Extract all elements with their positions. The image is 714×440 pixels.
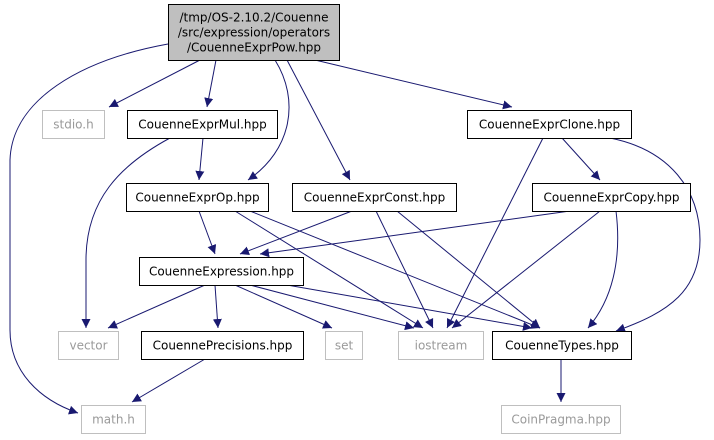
node-label-exprconst: CouenneExprConst.hpp — [304, 191, 445, 205]
node-box-exprclone — [467, 110, 632, 139]
node-box-set — [325, 331, 363, 360]
node-math: math.h — [81, 405, 146, 434]
edge-root-to-stdio — [108, 59, 201, 108]
node-label-root-line-1: /src/expression/operators — [178, 26, 330, 40]
node-label-vector: vector — [69, 339, 107, 353]
node-box-stdio — [42, 110, 105, 139]
edge-exprcopy-to-expression — [259, 210, 571, 258]
edge-exprconst-to-types — [396, 210, 541, 329]
node-exprcopy[interactable]: CouenneExprCopy.hpp — [532, 183, 691, 212]
node-box-iostream — [398, 331, 484, 360]
edge-exprop-to-expression — [198, 210, 217, 255]
edge-exprclone-to-exprcopy — [561, 137, 601, 181]
node-label-root-line-0: /tmp/OS-2.10.2/Couenne — [179, 11, 328, 25]
edge-root-to-exprclone — [314, 59, 513, 110]
nodes-layer: /tmp/OS-2.10.2/Couenne/src/expression/op… — [42, 4, 691, 434]
edge-root-to-exprop — [247, 59, 290, 181]
node-box-precisions — [141, 331, 304, 360]
edge-expression-to-vector — [107, 284, 206, 329]
edge-root-to-exprmul — [204, 59, 217, 108]
node-set: set — [325, 331, 363, 360]
node-exprclone[interactable]: CouenneExprClone.hpp — [467, 110, 632, 139]
node-label-coinpragma: CoinPragma.hpp — [511, 413, 610, 427]
node-box-exprmul — [127, 110, 278, 139]
edge-exprcopy-to-types — [587, 210, 619, 329]
node-box-root — [168, 4, 340, 61]
edge-exprconst-to-expression — [239, 210, 353, 255]
edge-root-to-math — [9, 43, 169, 415]
edge-exprconst-to-iostream — [375, 210, 434, 329]
edge-exprcopy-to-iostream — [451, 210, 601, 329]
node-iostream: iostream — [398, 331, 484, 360]
edge-precisions-to-math — [131, 358, 206, 403]
node-box-exprcopy — [532, 183, 691, 212]
node-box-math — [81, 405, 146, 434]
edge-expression-to-types — [286, 284, 533, 331]
node-label-types: CouenneTypes.hpp — [505, 339, 619, 353]
node-label-precisions: CouennePrecisions.hpp — [153, 339, 293, 353]
node-exprmul[interactable]: CouenneExprMul.hpp — [127, 110, 278, 139]
node-box-coinpragma — [501, 405, 621, 434]
node-box-expression — [139, 257, 304, 286]
node-box-vector — [58, 331, 119, 360]
node-label-stdio: stdio.h — [53, 118, 93, 132]
node-label-exprop: CouenneExprOp.hpp — [135, 191, 259, 205]
node-expression[interactable]: CouenneExpression.hpp — [139, 257, 304, 286]
node-vector: vector — [58, 331, 119, 360]
node-label-set: set — [335, 339, 354, 353]
edge-exprclone-to-iostream — [446, 137, 544, 329]
node-label-iostream: iostream — [415, 339, 468, 353]
edges-layer — [9, 43, 701, 415]
node-label-exprclone: CouenneExprClone.hpp — [479, 118, 620, 132]
node-exprop[interactable]: CouenneExprOp.hpp — [126, 183, 269, 212]
node-box-types — [492, 331, 632, 360]
node-label-exprcopy: CouenneExprCopy.hpp — [544, 191, 680, 205]
edge-exprmul-to-exprop — [195, 137, 205, 181]
node-box-exprop — [126, 183, 269, 212]
node-types[interactable]: CouenneTypes.hpp — [492, 331, 632, 360]
edge-exprclone-to-types — [609, 137, 701, 333]
node-precisions[interactable]: CouennePrecisions.hpp — [141, 331, 304, 360]
edge-root-to-exprconst — [286, 59, 351, 181]
node-root[interactable]: /tmp/OS-2.10.2/Couenne/src/expression/op… — [168, 4, 340, 61]
edge-expression-to-precisions — [212, 284, 222, 329]
node-label-root-line-2: /CouenneExprPow.hpp — [187, 41, 321, 55]
edge-exprop-to-types — [249, 210, 541, 329]
node-exprconst[interactable]: CouenneExprConst.hpp — [292, 183, 457, 212]
edge-expression-to-set — [234, 284, 333, 329]
edge-exprop-to-iostream — [234, 210, 424, 329]
node-coinpragma: CoinPragma.hpp — [501, 405, 621, 434]
edge-expression-to-iostream — [249, 284, 415, 331]
node-label-math: math.h — [92, 413, 135, 427]
node-label-exprmul: CouenneExprMul.hpp — [138, 118, 266, 132]
edge-exprmul-to-vector — [81, 137, 171, 328]
node-box-exprconst — [292, 183, 457, 212]
node-stdio: stdio.h — [42, 110, 105, 139]
node-label-expression: CouenneExpression.hpp — [149, 265, 294, 279]
